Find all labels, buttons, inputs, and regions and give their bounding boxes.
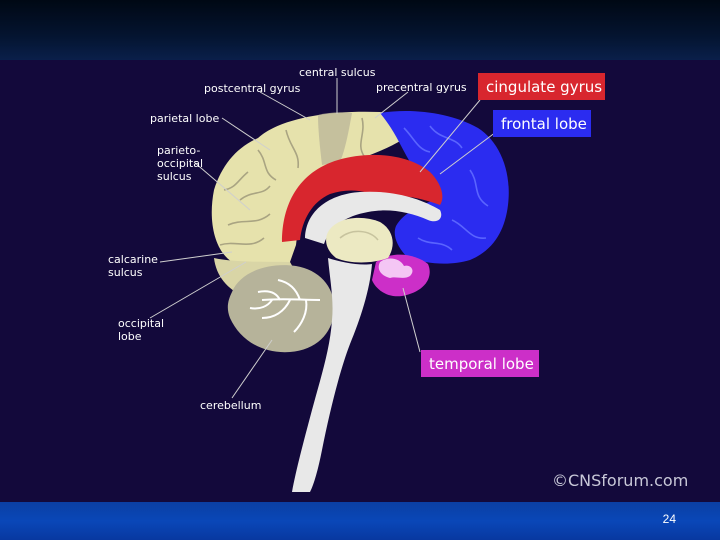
brainstem	[292, 258, 372, 492]
thalamus-outline	[339, 230, 379, 241]
page-number: 24	[662, 512, 676, 526]
label-parieto-occipital-line3: sulcus	[157, 170, 192, 183]
corpus-callosum	[305, 191, 442, 244]
temporal-lobe-tag	[421, 350, 539, 377]
frontal-lobe-region	[380, 110, 509, 264]
label-occipital-line2: lobe	[118, 330, 142, 343]
label-frontal-lobe: frontal lobe	[501, 115, 587, 133]
parietal-sulci	[219, 117, 365, 246]
cingulate-gyrus-tag	[478, 73, 605, 100]
label-cingulate-gyrus: cingulate gyrus	[486, 78, 602, 96]
cerebellum-arbor	[249, 279, 321, 333]
label-occipital-line1: occipital	[118, 317, 164, 330]
central-sulcus-region	[318, 112, 352, 165]
diagram-labels: central sulcus postcentral gyrus precent…	[108, 66, 467, 412]
label-cerebellum: cerebellum	[200, 399, 261, 412]
label-parietal-lobe: parietal lobe	[150, 112, 219, 125]
footer-bar: 24	[0, 502, 720, 540]
frontal-sulci	[403, 125, 489, 251]
label-calcarine-line1: calcarine	[108, 253, 158, 266]
brain-diagram: central sulcus postcentral gyrus precent…	[108, 66, 688, 492]
title-bar	[0, 0, 720, 60]
frontal-lobe-tag	[493, 110, 591, 137]
label-parieto-occipital-line1: parieto-	[157, 144, 200, 157]
slide-content: central sulcus postcentral gyrus precent…	[0, 60, 720, 502]
label-calcarine-line2: sulcus	[108, 266, 143, 279]
label-precentral-gyrus: precentral gyrus	[376, 81, 467, 94]
hippocampus-highlight	[378, 258, 413, 278]
label-parieto-occipital-line2: occipital	[157, 157, 203, 170]
leader-lines	[149, 78, 497, 399]
thalamus-region	[326, 217, 393, 263]
label-temporal-lobe: temporal lobe	[429, 355, 534, 373]
cingulate-gyrus-region	[282, 154, 443, 242]
label-postcentral-gyrus: postcentral gyrus	[204, 82, 301, 95]
label-central-sulcus: central sulcus	[299, 66, 376, 79]
credit-watermark: ©CNSforum.com	[552, 471, 688, 490]
cerebellum-region	[227, 265, 335, 353]
